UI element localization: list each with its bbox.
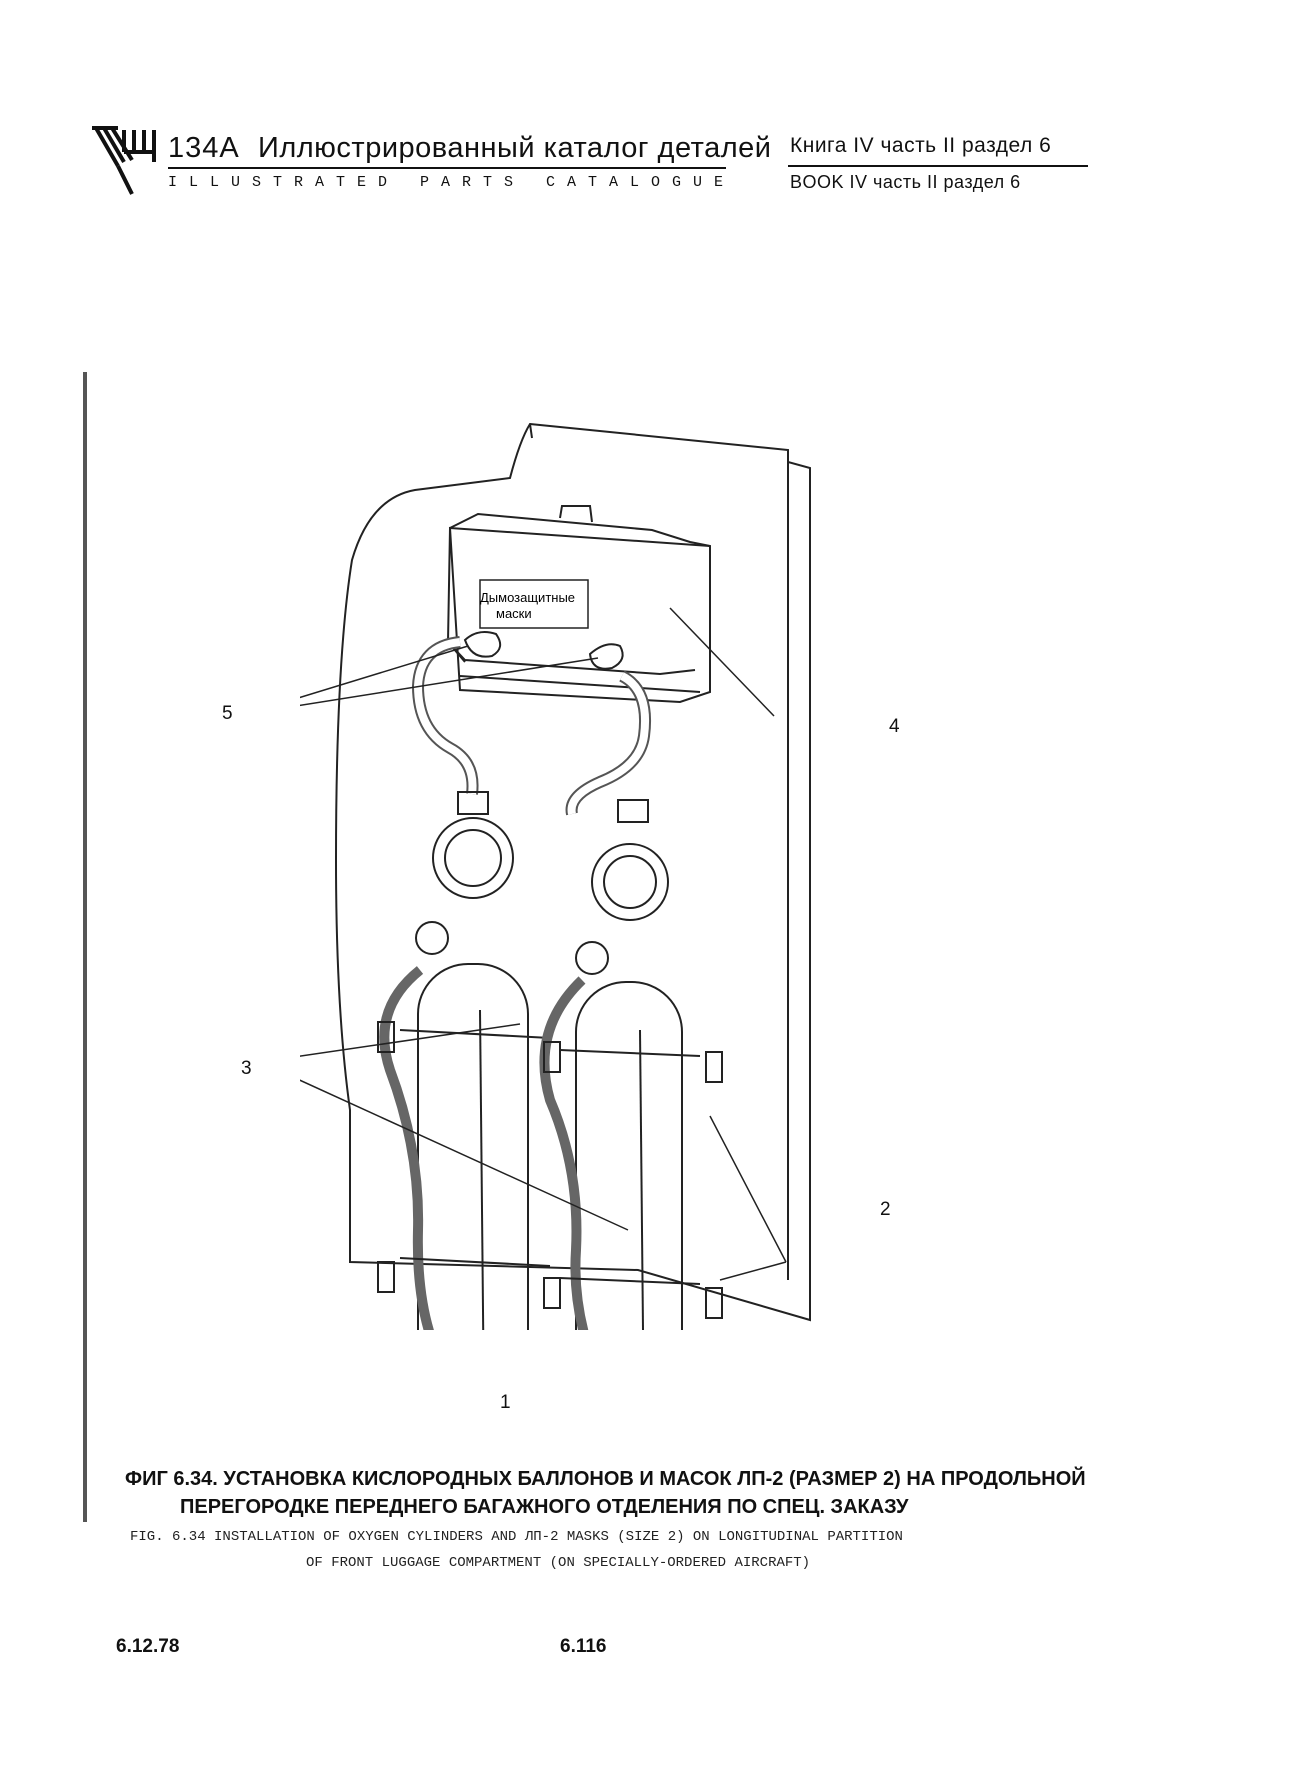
book-section-ru: Книга IV часть II раздел 6 (790, 134, 1052, 157)
callout-3: 3 (241, 1058, 252, 1079)
book-section-en: BOOK IV часть II раздел 6 (790, 172, 1021, 192)
callout-2: 2 (880, 1199, 891, 1220)
partition-panel (334, 422, 811, 1322)
figure-caption-en-line2: OF FRONT LUGGAGE COMPARTMENT (ON SPECIAL… (306, 1555, 811, 1571)
revision-date: 6.12.78 (116, 1636, 180, 1657)
cylinder-right (539, 799, 723, 1330)
callout-5: 5 (222, 703, 233, 724)
cylinder-left (377, 791, 551, 1330)
mask-box-label-line1: Дымозащитные (480, 590, 575, 605)
catalog-title-en: ILLUSTRATED PARTS CATALOGUE (168, 174, 736, 191)
figure-caption-en-line1: FIG. 6.34 INSTALLATION OF OXYGEN CYLINDE… (130, 1529, 903, 1545)
aircraft-model: 134A (168, 132, 240, 164)
header-rule-right (788, 165, 1088, 167)
mask-box-label-line2: маски (496, 606, 532, 621)
page-number: 6.116 (560, 1636, 607, 1657)
figure-caption-ru-line2: ПЕРЕГОРОДКЕ ПЕРЕДНЕГО БАГАЖНОГО ОТДЕЛЕНИ… (180, 1496, 909, 1518)
header-rule-left (168, 167, 726, 169)
binding-edge-line (83, 372, 87, 1522)
figure-caption-ru-line1: ФИГ 6.34. УСТАНОВКА КИСЛОРОДНЫХ БАЛЛОНОВ… (125, 1468, 1086, 1490)
catalog-title-ru: Иллюстрированный каталог деталей (258, 132, 772, 164)
oxygen-installation-drawing: Дымозащитные маски (300, 422, 811, 1330)
manufacturer-logo (92, 126, 156, 195)
callout-4: 4 (889, 716, 900, 737)
callout-1: 1 (500, 1392, 511, 1413)
